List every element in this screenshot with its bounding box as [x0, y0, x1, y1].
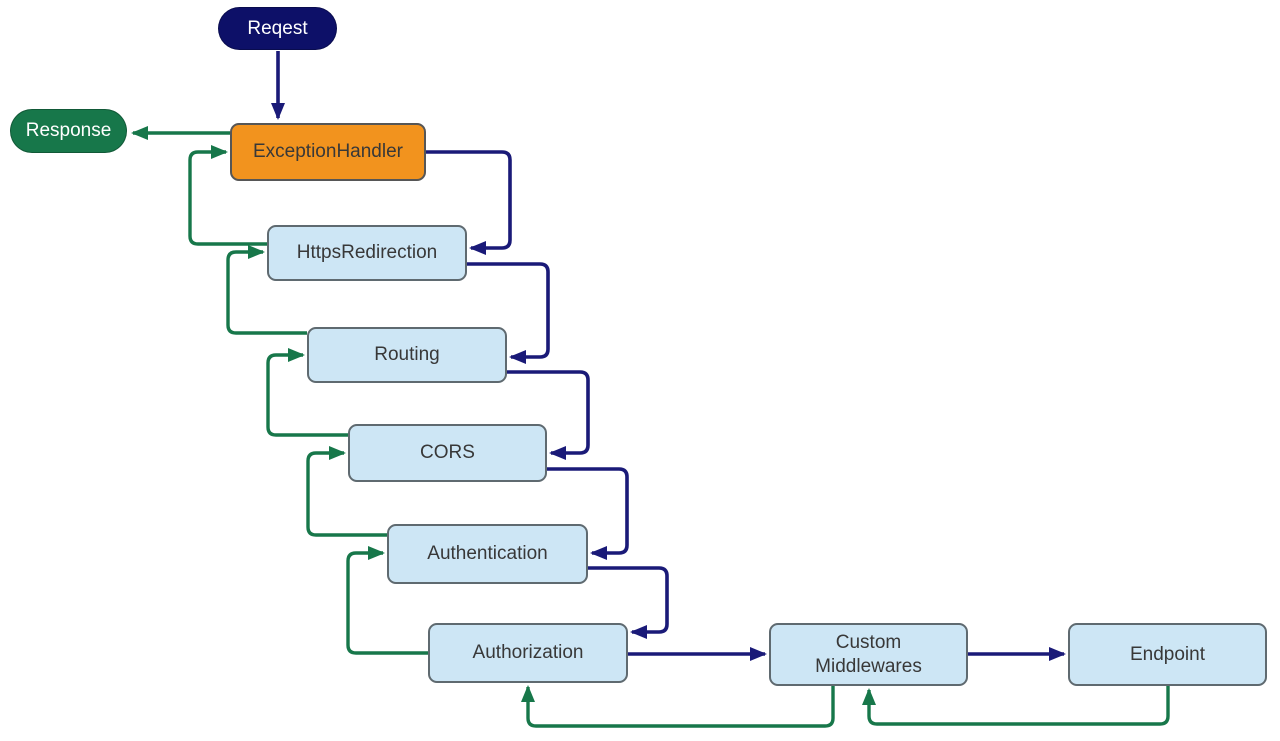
- node-endpoint: Endpoint: [1068, 623, 1267, 686]
- node-authorization: Authorization: [428, 623, 628, 683]
- edge-forward-authentication-to-authorization: [588, 566, 669, 639]
- edge-return-cors-to-routing: [266, 348, 348, 437]
- edge-return-https-redirection-to-exception-handler: [188, 145, 267, 246]
- edge-forward-routing-to-cors: [507, 370, 590, 460]
- node-cors: CORS: [348, 424, 547, 482]
- edge-forward-exception-handler-to-https-redirection: [426, 150, 512, 255]
- edge-forward-https-redirection-to-routing: [467, 262, 550, 364]
- node-request: Reqest: [218, 7, 337, 50]
- node-exception-handler: ExceptionHandler: [230, 123, 426, 181]
- node-routing: Routing: [307, 327, 507, 383]
- edge-return-custom-middlewares-to-authorization: [521, 685, 835, 728]
- edge-return-endpoint-to-custom-middlewares: [862, 686, 1170, 726]
- node-response: Response: [10, 109, 127, 153]
- edge-return-authorization-to-authentication: [346, 546, 428, 655]
- edge-forward-cors-to-authentication: [547, 467, 629, 560]
- edge-return-routing-to-https-redirection: [226, 245, 307, 335]
- edge-return-authentication-to-cors: [306, 446, 387, 537]
- node-https-redirection: HttpsRedirection: [267, 225, 467, 281]
- node-custom-middlewares: Custom Middlewares: [769, 623, 968, 686]
- node-authentication: Authentication: [387, 524, 588, 584]
